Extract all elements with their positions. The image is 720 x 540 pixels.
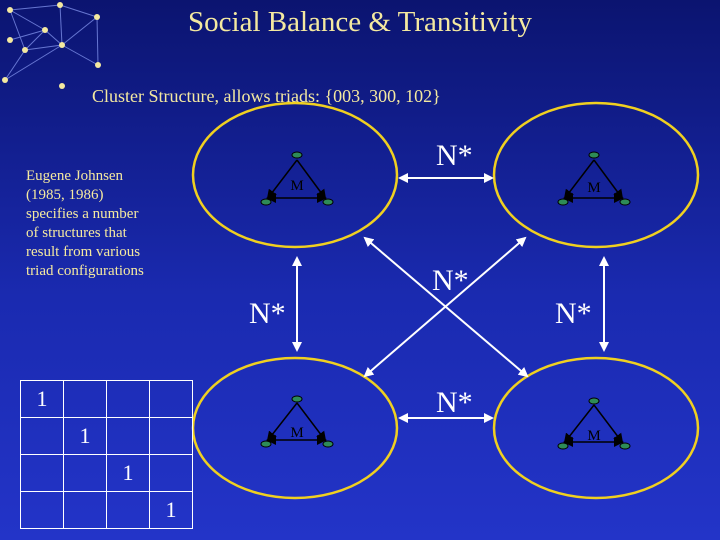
cluster-label: M <box>587 180 600 196</box>
matrix-cell: 1 <box>63 417 107 455</box>
cluster-label: M <box>587 428 600 444</box>
cluster-label: M <box>290 178 303 194</box>
block-matrix: 1 1 1 1 <box>20 380 193 529</box>
relation-label-center: N* <box>432 264 469 297</box>
matrix-cell <box>20 491 64 529</box>
matrix-cell <box>63 491 107 529</box>
matrix-cell: 1 <box>149 491 193 529</box>
matrix-cell <box>106 380 150 418</box>
matrix-row: 1 <box>20 491 193 529</box>
matrix-cell <box>20 417 64 455</box>
matrix-cell <box>20 454 64 492</box>
matrix-cell <box>149 417 193 455</box>
cluster-ellipse-top-left <box>191 101 399 249</box>
matrix-cell <box>63 454 107 492</box>
relation-label-right: N* <box>555 297 592 330</box>
matrix-cell <box>106 491 150 529</box>
matrix-cell: 1 <box>20 380 64 418</box>
matrix-row: 1 <box>20 454 193 492</box>
triad-bottom-left: M <box>260 395 334 448</box>
relation-label-bottom: N* <box>436 386 473 419</box>
side-note: Eugene Johnsen (1985, 1986) specifies a … <box>26 168 144 279</box>
cluster-label: M <box>290 425 303 441</box>
network-logo-icon <box>2 2 101 89</box>
matrix-cell <box>63 380 107 418</box>
matrix-cell: 1 <box>106 454 150 492</box>
matrix-row: 1 <box>20 417 193 455</box>
triad-bottom-right: M <box>557 397 631 450</box>
slide-subtitle: Cluster Structure, allows triads: {003, … <box>92 86 441 106</box>
matrix-row: 1 <box>20 380 193 418</box>
slide-title: Social Balance & Transitivity <box>188 6 532 38</box>
relation-arrow-diag-2 <box>363 236 527 378</box>
relation-label-top: N* <box>436 139 473 172</box>
triad-top-left: M <box>260 151 334 206</box>
matrix-cell <box>149 454 193 492</box>
relation-label-left: N* <box>249 297 286 330</box>
cluster-ellipse-bottom-right <box>492 356 700 500</box>
cluster-ellipse-bottom-left <box>191 356 399 500</box>
matrix-cell <box>106 417 150 455</box>
matrix-cell <box>149 380 193 418</box>
triad-top-right: M <box>557 151 631 206</box>
cluster-ellipse-top-right <box>492 101 700 249</box>
